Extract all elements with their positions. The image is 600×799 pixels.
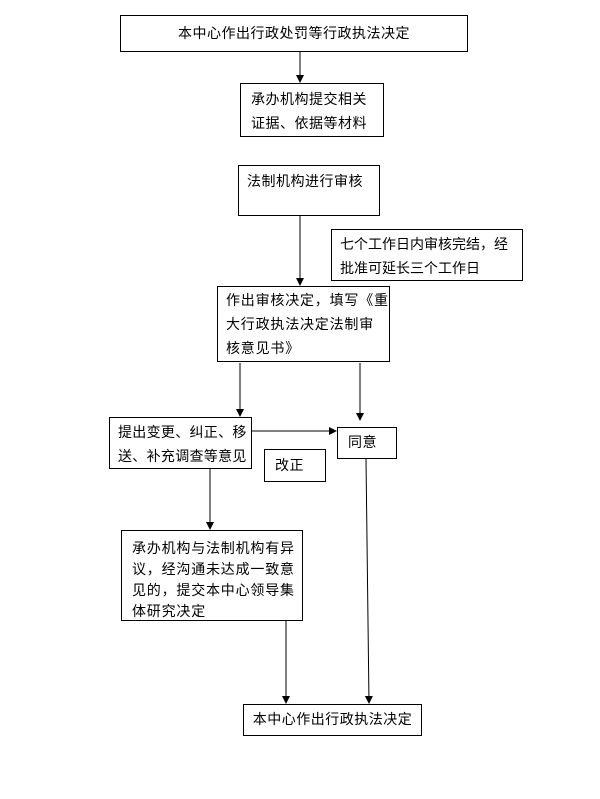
node-legal-review: 法制机构进行审核 <box>238 165 380 216</box>
node-suggest-changes: 提出变更、纠正、移 送、补充调查等意见 <box>109 417 252 469</box>
node-correct: 改正 <box>264 449 326 482</box>
node-final-decision: 本中心作出行政执法决定 <box>243 704 422 736</box>
node-time-limit-note: 七个工作日内审核完结，经 批准可延长三个工作日 <box>331 229 523 281</box>
node-start: 本中心作出行政处罚等行政执法决定 <box>120 15 468 52</box>
node-dispute-escalation: 承办机构与法制机构有异 议，经沟通未达成一致意 见的，提交本中心领导集 体研究决… <box>121 530 303 621</box>
node-review-decision: 作出审核决定，填写《重 大行政执法决定法制审 核意见书》 <box>217 286 390 362</box>
node-submit-materials: 承办机构提交相关 证据、依据等材料 <box>240 83 384 137</box>
arrow-agree-to-final <box>364 458 373 704</box>
node-agree: 同意 <box>337 427 397 459</box>
